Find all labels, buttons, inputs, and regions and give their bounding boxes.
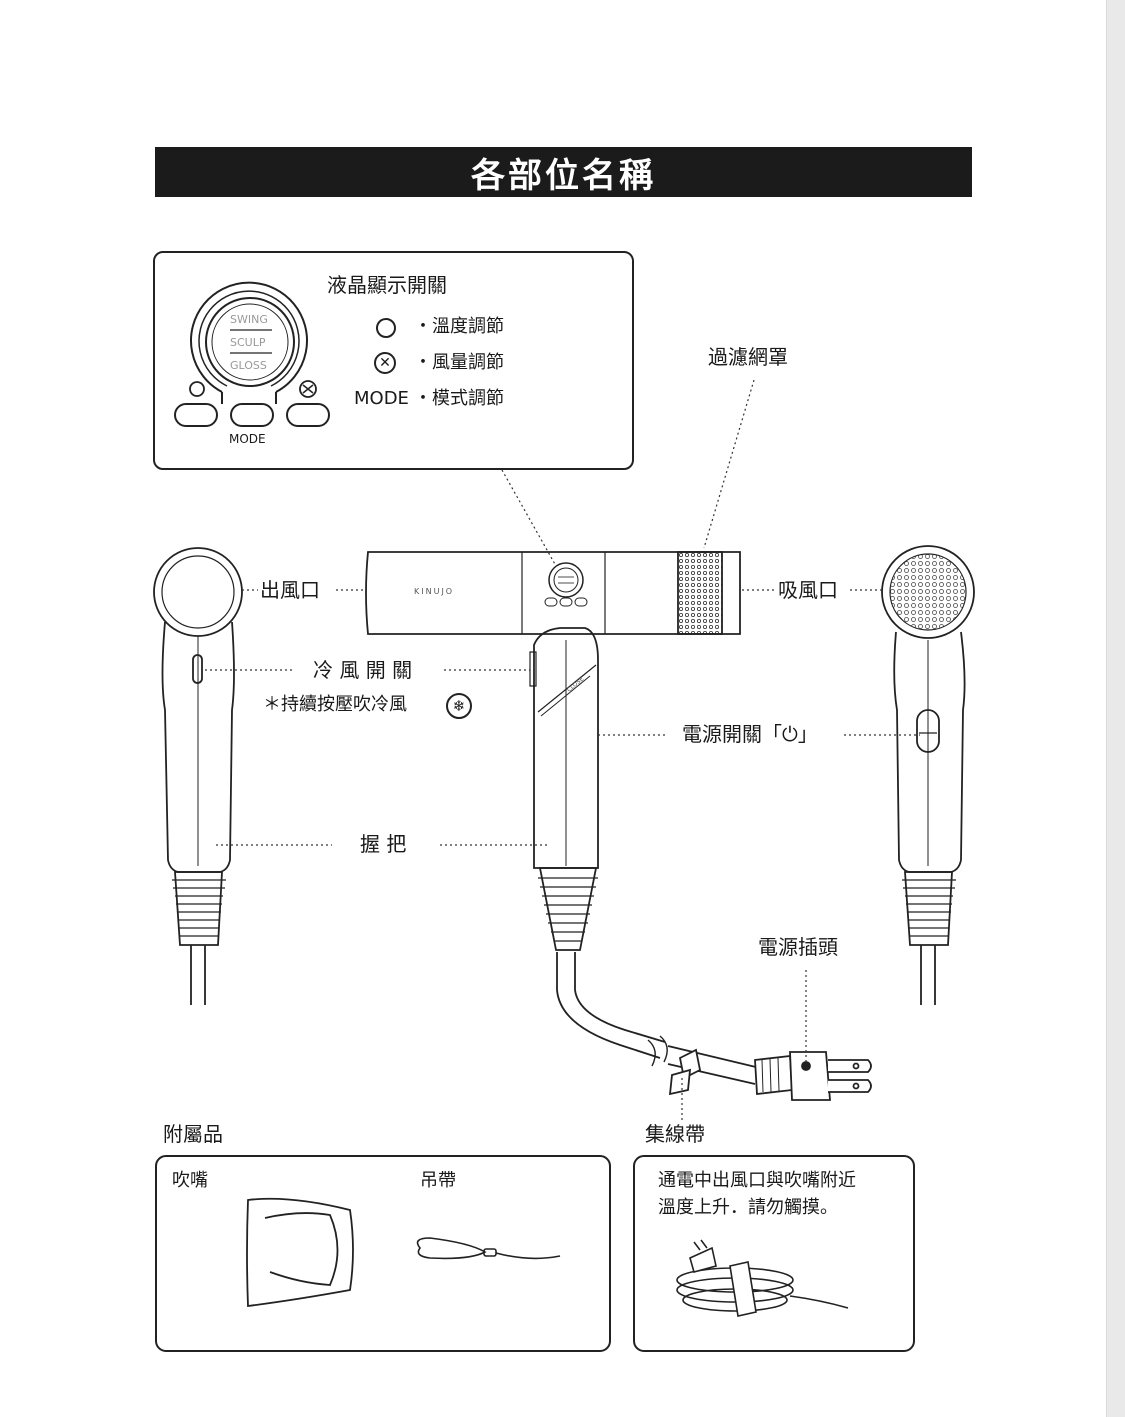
label-grip: 握 把 [360, 832, 407, 856]
nozzle-drawing [246, 1197, 354, 1308]
accessories-box [155, 1155, 611, 1352]
label-cool-note: ＊持續按壓吹冷風 [263, 694, 407, 715]
label-plug: 電源插頭 [758, 935, 838, 959]
scrollbar[interactable] [1106, 0, 1125, 1417]
left-dryer [153, 547, 243, 1005]
legend-temperature: ・溫度調節 [414, 316, 504, 337]
leader-lines [205, 379, 920, 1122]
mode-button-label: MODE [229, 432, 266, 446]
fan-icon: ✕ [374, 352, 396, 374]
circle-icon [376, 318, 396, 338]
legend-mode: ・模式調節 [414, 388, 504, 409]
accessory-strap-label: 吊帶 [420, 1170, 456, 1191]
accessory-nozzle-label: 吹嘴 [172, 1170, 208, 1191]
snowflake-icon: ❄ [446, 693, 472, 719]
label-cool-switch: 冷 風 開 關 [313, 658, 413, 682]
warning-line-2: 溫度上升．請勿觸摸。 [658, 1197, 838, 1218]
control-panel-box [153, 251, 634, 470]
legend-mode-prefix: MODE [354, 388, 409, 409]
brand-logo: KINUJO [414, 587, 455, 596]
label-outlet: 出風口 [260, 578, 320, 602]
coiled-cord-drawing [676, 1239, 849, 1317]
dial-mode-swing: SWING [230, 313, 268, 326]
legend-airflow: ・風量調節 [414, 352, 504, 373]
lcd-switch-heading: 液晶顯示開關 [327, 273, 447, 297]
page-title: 各部位名稱 [155, 147, 972, 197]
page-title-text: 各部位名稱 [471, 155, 656, 196]
strap-drawing [416, 1237, 561, 1260]
warning-line-1: 通電中出風口與吹嘴附近 [658, 1170, 856, 1191]
dial-mode-sculp: SCULP [230, 336, 266, 349]
label-inlet: 吸風口 [778, 578, 838, 602]
accessories-heading: 附屬品 [163, 1122, 223, 1146]
dial-mode-gloss: GLOSS [230, 359, 267, 372]
label-power-switch: 電源開關「⏻」 [682, 722, 818, 746]
label-filter: 過濾網罩 [708, 345, 788, 369]
warning-box [633, 1155, 915, 1352]
right-dryer [881, 545, 975, 1005]
center-dryer [365, 551, 872, 1101]
label-cord-band: 集線帶 [645, 1122, 705, 1146]
control-dial [174, 281, 330, 427]
